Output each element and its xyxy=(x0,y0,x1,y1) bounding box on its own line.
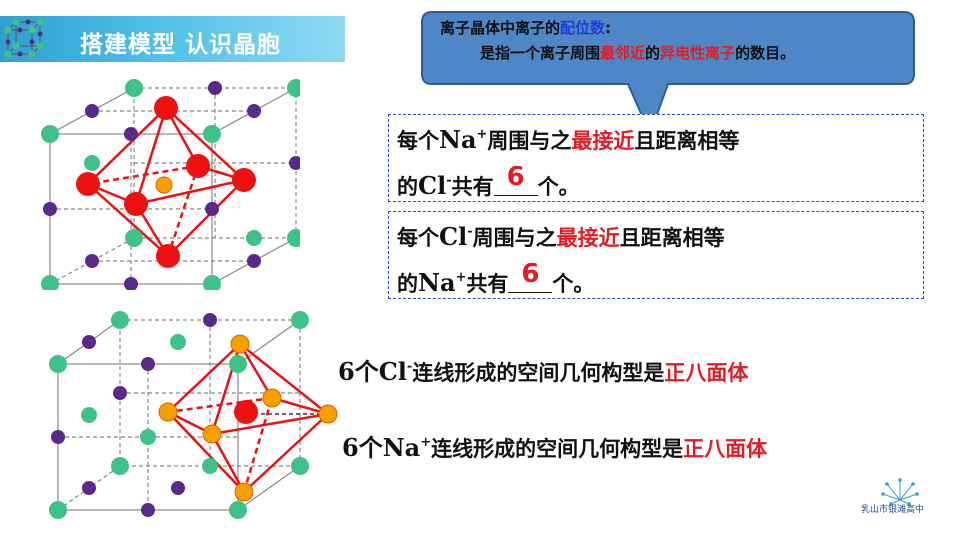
ion-symbol: Cl- xyxy=(439,222,473,251)
statement-cl-octahedron: 6个Cl-连线形成的空间几何构型是正八面体 xyxy=(338,357,749,386)
nacl-cell-diagram-cl-centered xyxy=(49,311,338,519)
question-line-1: 每个Cl-周围与之最接近且距离相等 xyxy=(397,222,725,251)
coordination-number-term: 配位数 xyxy=(560,19,606,37)
answer-blank: 6 xyxy=(508,259,553,293)
definition-callout xyxy=(421,11,915,137)
answer-value: 6 xyxy=(506,162,525,192)
definition-line-2: 是指一个离子周围最邻近的异电性离子的数目。 xyxy=(480,44,796,62)
ion-symbol: Na+ xyxy=(439,125,488,154)
crystal-cube-icon xyxy=(4,18,44,58)
definition-line-1: 离子晶体中离子的配位数: xyxy=(440,19,612,37)
nacl-cell-diagram-na-centered xyxy=(41,79,300,290)
statement-na-octahedron: 6个Na+连线形成的空间几何构型是正八面体 xyxy=(342,433,768,462)
ion-symbol: Na+ xyxy=(382,433,432,462)
definition-text: 离子晶体中离子的配位数: 是指一个离子周围最邻近的异电性离子的数目。 xyxy=(440,16,910,66)
school-logo-icon xyxy=(881,478,919,506)
ion-symbol: Cl- xyxy=(418,171,452,200)
ion-symbol: Cl- xyxy=(378,357,413,386)
title-bar: 搭建模型 认识晶胞 xyxy=(0,16,345,62)
answer-blank: 6 xyxy=(493,162,538,196)
page-title: 搭建模型 认识晶胞 xyxy=(80,32,282,58)
geometry-answer: 正八面体 xyxy=(683,437,768,461)
school-name: 乳山市银滩高中 xyxy=(861,505,925,515)
question-line-1: 每个Na+周围与之最接近且距离相等 xyxy=(397,125,740,154)
ion-symbol: Na+ xyxy=(418,268,467,297)
geometry-answer: 正八面体 xyxy=(664,361,749,385)
answer-value: 6 xyxy=(521,259,540,289)
